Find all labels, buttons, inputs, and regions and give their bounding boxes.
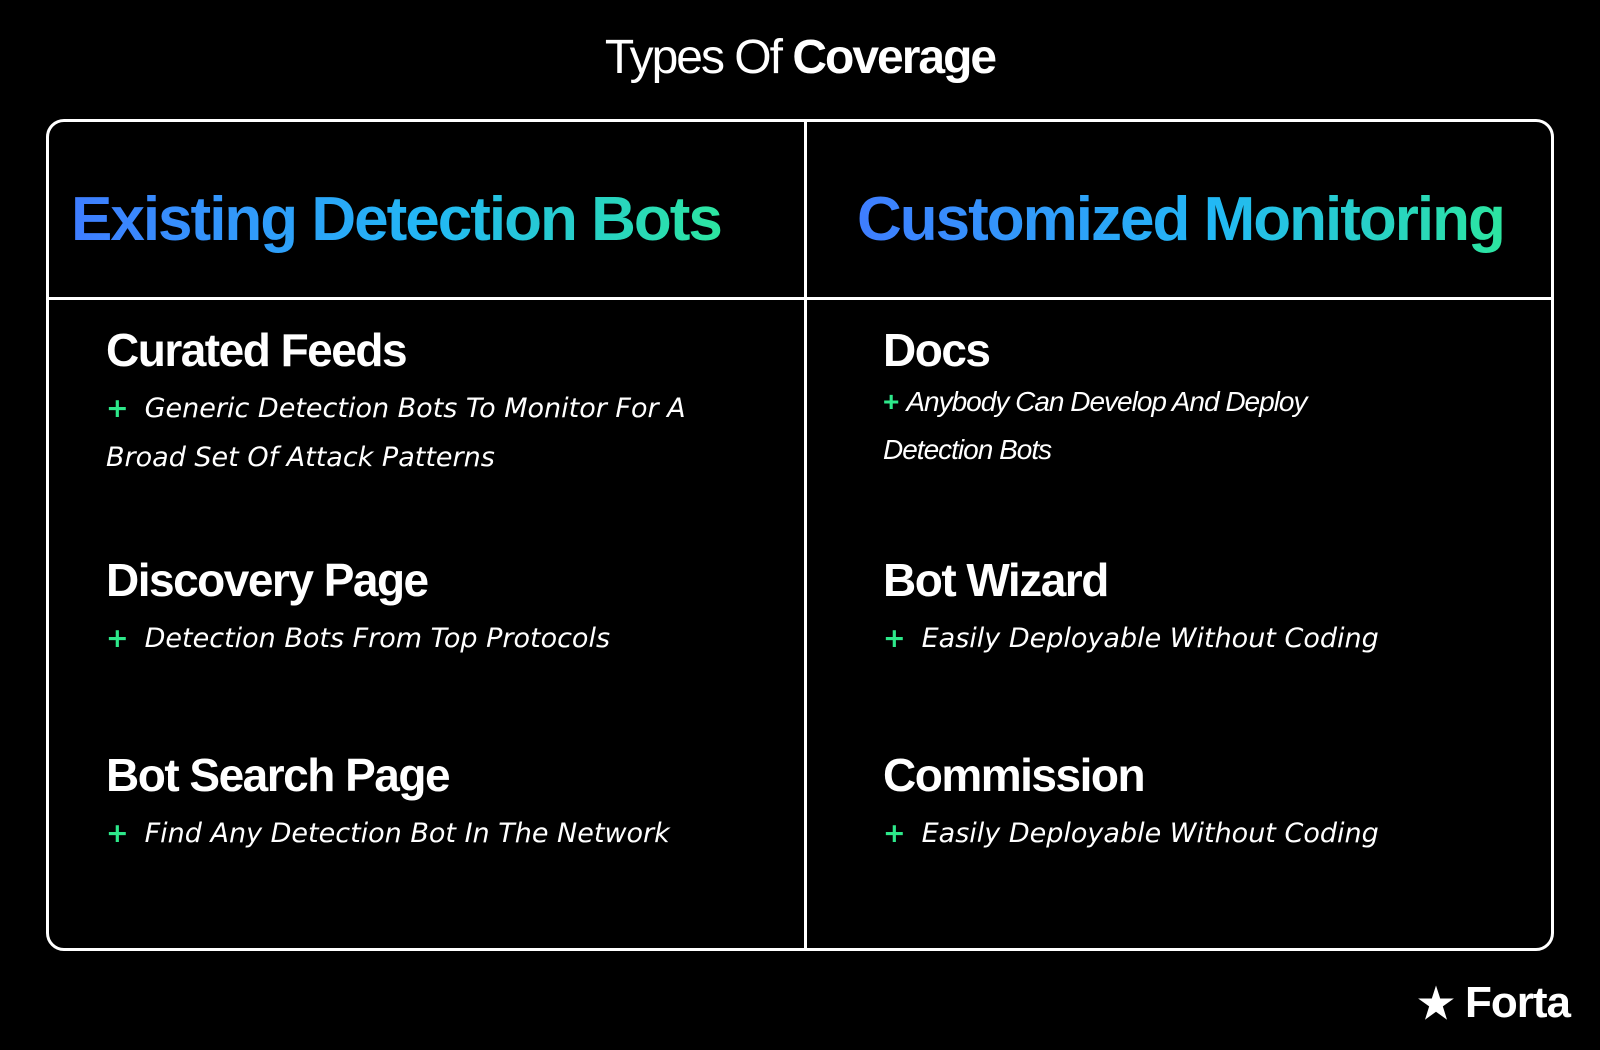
item-title: Docs [883, 324, 991, 376]
item-description-text: Easily Deployable Without Coding [921, 623, 1379, 654]
item-description-text: Generic Detection Bots To Monitor For A … [106, 393, 686, 473]
page-title: Types Of Coverage [0, 28, 1600, 88]
list-item-discovery-page: Discovery Page + Detection Bots From Top … [106, 552, 746, 663]
item-title: Bot Search Page [106, 749, 451, 801]
list-item-bot-wizard: Bot Wizard + Easily Deployable Without Co… [883, 552, 1523, 663]
item-description-text: Anybody Can Develop And Deploy Detection… [883, 386, 1307, 465]
star-icon [1418, 985, 1454, 1020]
column-divider [804, 122, 807, 948]
item-description: + Easily Deployable Without Coding [883, 614, 1523, 663]
list-item-commission: Commission + Easily Deployable Without Co… [883, 747, 1523, 858]
plus-icon: + [883, 818, 906, 849]
item-title: Discovery Page [106, 554, 429, 606]
header-divider [49, 297, 1551, 300]
item-description: + Find Any Detection Bot In The Network [106, 809, 746, 858]
list-item-docs: Docs +Anybody Can Develop And Deploy Det… [883, 322, 1343, 474]
page-title-bold: Coverage [792, 31, 997, 84]
list-item-curated-feeds: Curated Feeds +Generic Detection Bots To… [106, 322, 746, 482]
list-item-bot-search-page: Bot Search Page + Find Any Detection Bot … [106, 747, 746, 858]
item-title: Bot Wizard [883, 554, 1109, 606]
forta-logo: Forta [1417, 978, 1571, 1028]
item-description: +Anybody Can Develop And Deploy Detectio… [883, 378, 1343, 474]
logo-text: Forta [1465, 978, 1571, 1027]
item-description-text: Easily Deployable Without Coding [921, 818, 1379, 849]
item-title: Curated Feeds [106, 324, 408, 376]
item-description: + Easily Deployable Without Coding [883, 809, 1523, 858]
plus-icon: + [106, 818, 129, 849]
coverage-table: Existing Detection Bots Customized Monit… [46, 119, 1554, 951]
item-description-text: Find Any Detection Bot In The Network [144, 818, 670, 849]
item-description-text: Detection Bots From Top Protocols [144, 623, 611, 654]
column-heading-customized: Customized Monitoring [857, 180, 1506, 260]
plus-icon: + [106, 623, 129, 654]
page-title-light: Types Of [604, 31, 783, 84]
plus-icon: + [883, 623, 906, 654]
plus-icon: + [883, 386, 899, 417]
plus-icon: + [106, 393, 129, 424]
item-description: +Generic Detection Bots To Monitor For A… [106, 384, 746, 482]
item-description: + Detection Bots From Top Protocols [106, 614, 746, 663]
column-heading-existing: Existing Detection Bots [71, 180, 723, 260]
item-title: Commission [883, 749, 1146, 801]
